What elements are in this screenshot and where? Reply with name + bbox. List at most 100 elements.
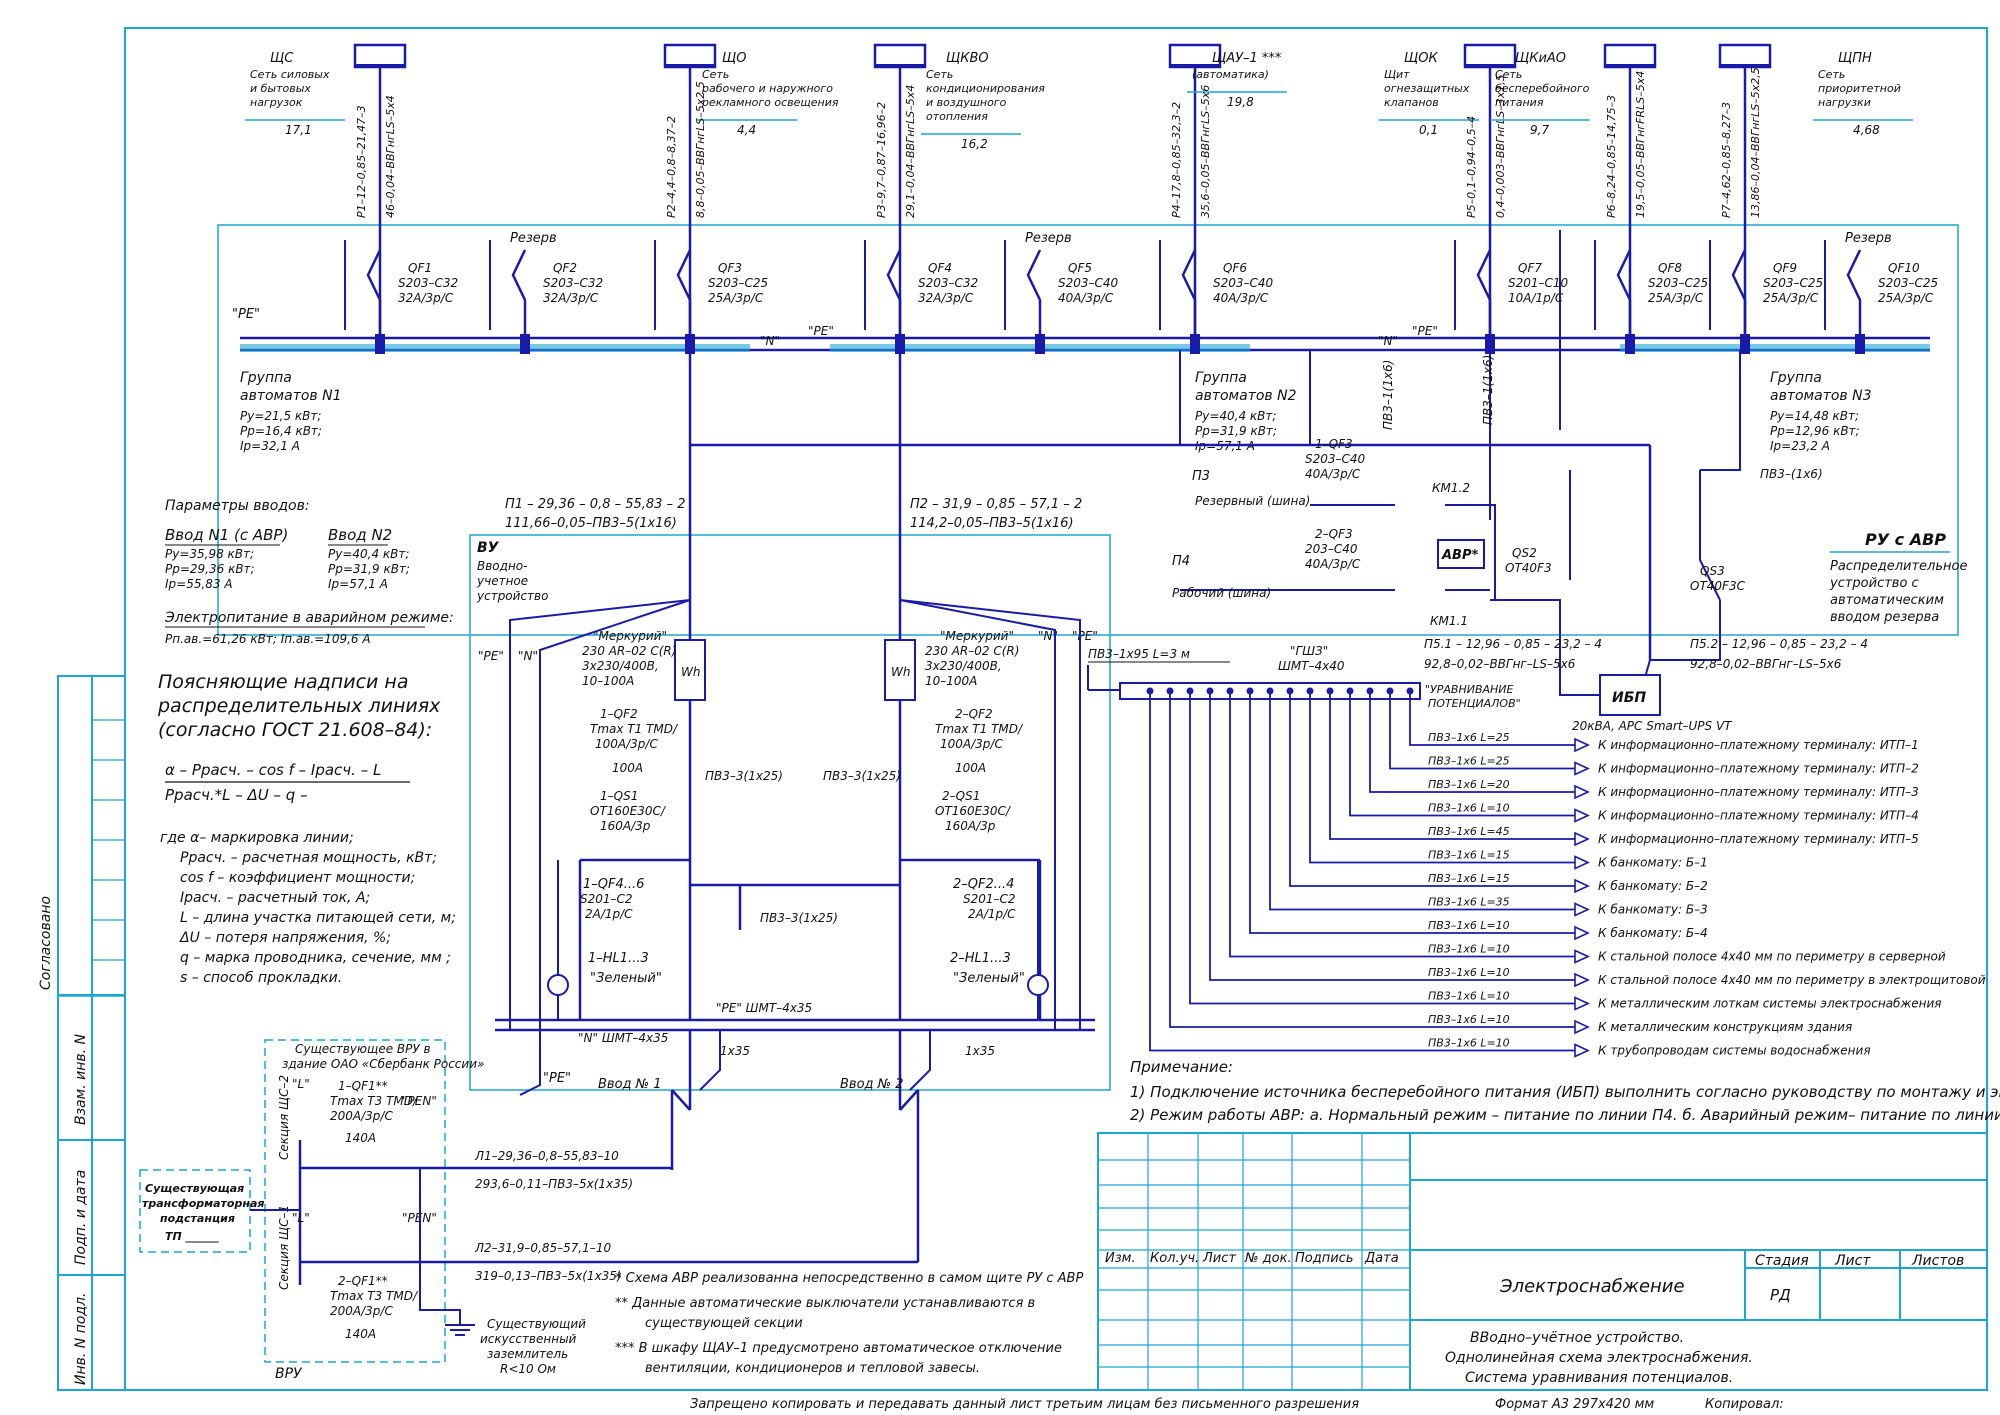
consumer-name: ЩОК bbox=[1404, 51, 1438, 66]
svg-text:Секция ЩС–1: Секция ЩС–1 bbox=[277, 1205, 291, 1290]
svg-text:Распределительное: Распределительное bbox=[1830, 559, 1967, 574]
svg-text:Электропитание в аварийном реж: Электропитание в аварийном режиме: bbox=[164, 610, 454, 626]
gsh-destination: К информационно–платежному терминалу: ИТ… bbox=[1598, 809, 1919, 823]
consumer-desc: нагрузок bbox=[250, 96, 303, 109]
gsh-wire bbox=[1149, 691, 1575, 1052]
svg-text:*** В шкафу ЩАУ–1 предусмотре: *** В шкафу ЩАУ–1 предусмотрено автомати… bbox=[615, 1341, 1062, 1356]
ru-avr-caption: РУ с АВР Распределительное устройство с … bbox=[1829, 530, 1967, 625]
breaker-bus-tap bbox=[1855, 334, 1865, 354]
consumer-cable-spec: 13,86–0,04–ВВГнгLS–5х2,5 bbox=[1749, 67, 1762, 218]
breaker-rating: 25А/3р/С bbox=[1648, 291, 1704, 305]
consumer-4: ЩАУ–1 ***(автоматика)19,8Р4–17,8–0,85–32… bbox=[1168, 43, 1287, 338]
svg-text:вводом резерва: вводом резерва bbox=[1830, 610, 1939, 625]
gsh-arrow bbox=[1574, 808, 1590, 823]
consumer-load-value: 16,2 bbox=[961, 137, 988, 151]
svg-text:Система уравнивания потенциало: Система уравнивания потенциалов. bbox=[1465, 1370, 1733, 1386]
svg-text:230 AR–02 C(R): 230 AR–02 C(R) bbox=[925, 644, 1019, 658]
svg-text:Группа: Группа bbox=[240, 370, 292, 386]
svg-text:200А/3р/С: 200А/3р/С bbox=[330, 1304, 393, 1318]
consumer-cable-mark: Р6–8,24–0,85–14,75–3 bbox=[1605, 95, 1618, 218]
gsh-destination: К стальной полосе 4х40 мм по периметру в… bbox=[1598, 973, 1986, 987]
breaker-name: QF6 bbox=[1223, 261, 1247, 275]
breaker-rating: 25А/3р/С bbox=[1878, 291, 1934, 305]
breaker-bus-tap bbox=[895, 334, 905, 354]
gsh-row-10: ПВ3–1х6 L=10К стальной полосе 4х40 мм по… bbox=[1226, 687, 1946, 964]
breaker-contact bbox=[1616, 249, 1632, 338]
gsh-row-5: ПВ3–1х6 L=45К информационно–платежному т… bbox=[1326, 687, 1919, 847]
gsh-row-2: ПВ3–1х6 L=25К информационно–платежному т… bbox=[1386, 687, 1919, 776]
gsh-row-11: ПВ3–1х6 L=10 К стальной полосе 4х40 мм по… bbox=[1206, 687, 1986, 988]
svg-text:Wh: Wh bbox=[681, 665, 700, 679]
svg-text:где α– маркировка линии;: где α– маркировка линии; bbox=[160, 830, 354, 846]
breaker-rating: 10А/1р/С bbox=[1508, 291, 1564, 305]
consumer-panel-base bbox=[1605, 64, 1655, 68]
gsh-cable-label: ПВ3–1х6 L=10 bbox=[1428, 990, 1510, 1003]
legend-notes: Поясняющие надписи на распределительных … bbox=[157, 671, 456, 986]
svg-text:учетное: учетное bbox=[476, 574, 528, 588]
svg-text:ПВ3–1х95 L=3 м: ПВ3–1х95 L=3 м bbox=[1088, 647, 1190, 661]
gsh-arrow bbox=[1574, 902, 1590, 917]
svg-text:"ГШЗ": "ГШЗ" bbox=[1290, 644, 1328, 658]
svg-text:Wh: Wh bbox=[891, 665, 910, 679]
svg-text:автоматическим: автоматическим bbox=[1830, 593, 1944, 608]
svg-text:Tmax T3 TMD/: Tmax T3 TMD/ bbox=[330, 1289, 419, 1303]
breaker-type: S203–C32 bbox=[398, 276, 458, 290]
breaker-rating: 32А/3р/С bbox=[398, 291, 454, 305]
svg-text:Лист: Лист bbox=[1202, 1251, 1236, 1266]
gsh-destination: К трубопроводам системы водоснабжения bbox=[1598, 1044, 1871, 1058]
svg-text:"Зеленый": "Зеленый" bbox=[590, 971, 662, 986]
gsh-destination: К информационно–платежному терминалу: ИТ… bbox=[1598, 738, 1919, 752]
svg-text:OT40F3C: OT40F3C bbox=[1690, 579, 1746, 593]
svg-text:Ввод № 1: Ввод № 1 bbox=[598, 1077, 662, 1092]
gsh-cable-label: ПВ3–1х6 L=10 bbox=[1428, 919, 1510, 932]
consumer-panel-base bbox=[875, 64, 925, 68]
gsh-wire bbox=[1349, 691, 1575, 817]
gsh-row-9: ПВ3–1х6 L=10К банкомату: Б–4 bbox=[1246, 687, 1708, 941]
svg-text:S201–C2: S201–C2 bbox=[580, 892, 633, 906]
svg-text:автоматов N1: автоматов N1 bbox=[240, 388, 342, 404]
svg-text:Листов: Листов bbox=[1911, 1253, 1964, 1269]
svg-text:ВРУ: ВРУ bbox=[275, 1366, 303, 1382]
svg-text:cos f – коэффициент мощности;: cos f – коэффициент мощности; bbox=[180, 870, 415, 886]
gsh-cable-label: ПВ3–1х6 L=10 bbox=[1428, 802, 1510, 815]
gsh-wire bbox=[1309, 691, 1575, 864]
ru-internal-wires bbox=[1179, 230, 1741, 716]
svg-text:L – длина участка питающей сет: L – длина участка питающей сети, м; bbox=[180, 910, 456, 926]
side-stamps bbox=[57, 675, 126, 997]
vu-lamp-wires bbox=[509, 599, 1081, 1096]
svg-text:Iрасч. – расчетный ток, А;: Iрасч. – расчетный ток, А; bbox=[180, 890, 370, 906]
svg-text:"N" ШМТ–4х35: "N" ШМТ–4х35 bbox=[578, 1031, 668, 1045]
consumer-panel-base bbox=[355, 64, 405, 68]
svg-text:Tmax T3 TMD/: Tmax T3 TMD/ bbox=[330, 1094, 419, 1108]
consumer-panel-base bbox=[1170, 64, 1220, 68]
svg-text:2–HL1...3: 2–HL1...3 bbox=[950, 951, 1011, 966]
gsh-row-7: ПВ3–1х6 L=15К банкомату: Б–2 bbox=[1286, 687, 1708, 894]
gsh-connections: ПВ3–1х6 L=25К информационно–платежному т… bbox=[1146, 687, 1986, 1058]
svg-text:QS3: QS3 bbox=[1700, 564, 1725, 578]
svg-text:Рр=29,36 кВт;: Рр=29,36 кВт; bbox=[165, 562, 255, 576]
svg-text:2–QF2...4: 2–QF2...4 bbox=[953, 877, 1014, 892]
svg-text:Iр=55,83 А: Iр=55,83 А bbox=[165, 577, 233, 591]
breaker-name: QF7 bbox=[1518, 261, 1542, 275]
gsh-cable-label: ПВ3–1х6 L=15 bbox=[1428, 849, 1510, 862]
gsh-cable-label: ПВ3–1х6 L=10 bbox=[1428, 943, 1510, 956]
gsh-wire bbox=[1209, 691, 1575, 981]
gsh-wire bbox=[1289, 691, 1575, 887]
svg-text:α – Ррасч. – cos f – Iрасч. –: α – Ррасч. – cos f – Iрасч. – L bbox=[165, 761, 381, 779]
svg-text:№ док.: № док. bbox=[1244, 1251, 1292, 1266]
svg-text:Группа: Группа bbox=[1195, 370, 1247, 386]
consumer-cable-mark: Р5–0,1–0,94–0,5–4 bbox=[1465, 116, 1478, 218]
svg-text:Iр=57,1 А: Iр=57,1 А bbox=[328, 577, 388, 591]
svg-text:подстанция: подстанция bbox=[160, 1212, 235, 1225]
consumer-desc: Сеть bbox=[926, 68, 953, 81]
svg-text:2–QF1**: 2–QF1** bbox=[338, 1274, 388, 1288]
svg-text:ВВодно–учётное устройство.: ВВодно–учётное устройство. bbox=[1470, 1330, 1684, 1346]
gsh-arrow bbox=[1574, 878, 1590, 894]
svg-text:111,66–0,05–ПВ3–5(1х16): 111,66–0,05–ПВ3–5(1х16) bbox=[505, 516, 677, 531]
breaker-rating: 25А/3р/С bbox=[708, 291, 764, 305]
svg-text:Ввод № 2: Ввод № 2 bbox=[840, 1077, 904, 1092]
svg-text:Параметры вводов:: Параметры вводов: bbox=[165, 498, 310, 514]
